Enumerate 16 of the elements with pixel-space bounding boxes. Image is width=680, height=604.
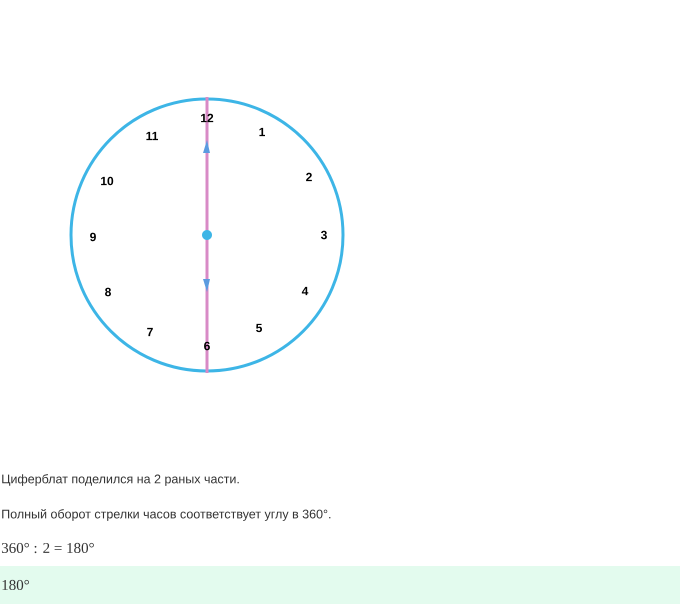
- sentence: Полный оборот стрелки часов соответствует углу в 360°.: [2, 509, 330, 521]
- clock-number: 1: [259, 128, 265, 136]
- clock-number: 9: [90, 232, 96, 242]
- clock-number: 4: [302, 286, 308, 296]
- clock-number: 5: [256, 324, 262, 332]
- clock-number: 12: [201, 114, 214, 122]
- clock-number: 2: [306, 172, 312, 182]
- clock-number: 7: [147, 328, 153, 336]
- sentence: Циферблат поделился на 2 раных части.: [2, 474, 239, 486]
- clock-number: 3: [320, 230, 327, 240]
- clock-number: 8: [105, 288, 111, 296]
- clock-number: 11: [146, 132, 158, 140]
- equation: 360° : 2 = 180°: [2, 542, 94, 554]
- clock-number: 10: [101, 176, 114, 186]
- clock-number: 6: [204, 342, 210, 350]
- answer-box: 180°: [0, 566, 680, 604]
